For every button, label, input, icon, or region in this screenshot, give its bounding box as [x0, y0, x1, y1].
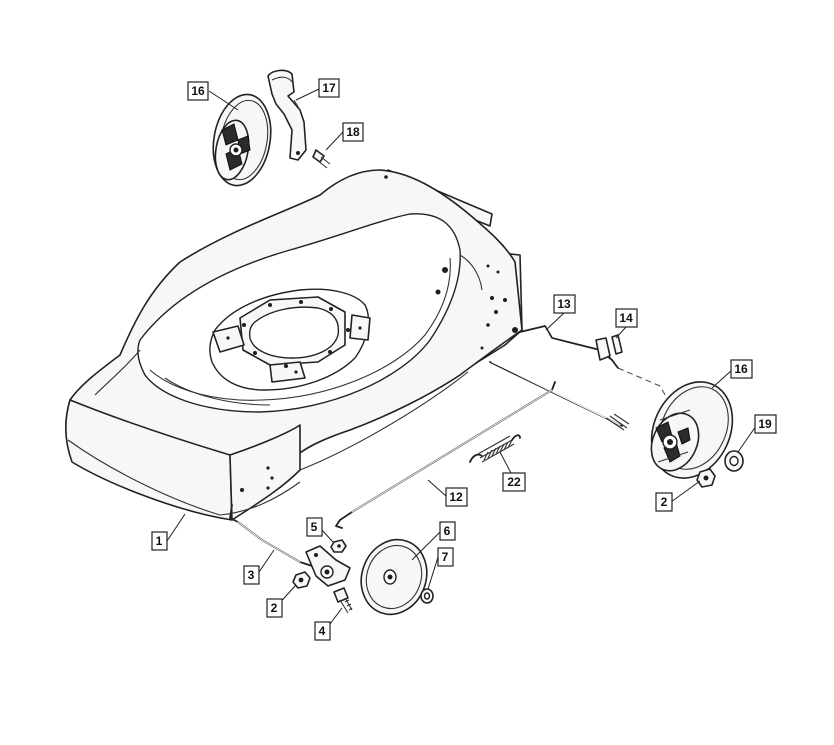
- callout-4: 4: [314, 621, 331, 641]
- callout-17: 17: [318, 78, 340, 98]
- nut-2-rear: [696, 468, 716, 488]
- svg-text:14: 14: [619, 311, 633, 325]
- leader-lines: [166, 88, 757, 633]
- callout-1: 1: [151, 531, 168, 551]
- svg-text:2: 2: [271, 601, 278, 615]
- mower-deck: [64, 169, 523, 521]
- svg-text:13: 13: [557, 297, 571, 311]
- height-adjust-link: [335, 381, 556, 529]
- front-wheel-disc: [360, 538, 428, 616]
- callout-16-right: 16: [730, 359, 753, 379]
- svg-text:22: 22: [507, 475, 521, 489]
- svg-text:6: 6: [444, 524, 451, 538]
- svg-text:2: 2: [661, 495, 668, 509]
- callout-2-front: 2: [266, 598, 283, 618]
- svg-text:16: 16: [734, 362, 748, 376]
- screw-18: [312, 149, 331, 169]
- svg-text:1: 1: [156, 534, 163, 548]
- washer-7: [420, 588, 434, 604]
- rear-wheel-left: [212, 93, 272, 187]
- callout-16-top: 16: [187, 81, 209, 101]
- callout-19: 19: [754, 414, 777, 434]
- svg-text:7: 7: [442, 550, 449, 564]
- callout-14: 14: [615, 308, 638, 328]
- svg-text:19: 19: [758, 417, 772, 431]
- callout-2-rear: 2: [655, 492, 673, 512]
- washer-19: [724, 450, 744, 472]
- svg-text:3: 3: [248, 568, 255, 582]
- callout-6: 6: [439, 521, 456, 541]
- callout-3: 3: [243, 565, 260, 585]
- rear-wheel-right: [650, 381, 734, 479]
- rear-axle-rod: [519, 325, 669, 401]
- spring-pin: [611, 334, 623, 355]
- callout-7: 7: [437, 547, 454, 567]
- front-axle: [229, 504, 351, 587]
- nut-2-front: [292, 571, 311, 589]
- callout-13: 13: [553, 294, 576, 314]
- svg-text:12: 12: [449, 490, 463, 504]
- callout-22: 22: [502, 472, 526, 492]
- callout-12: 12: [445, 487, 468, 507]
- svg-text:5: 5: [311, 520, 318, 534]
- svg-text:17: 17: [322, 81, 336, 95]
- wheel-bracket: [267, 69, 307, 161]
- front-axle-rod: [489, 361, 630, 431]
- callout-5: 5: [306, 517, 323, 537]
- callout-18: 18: [342, 122, 364, 142]
- tension-spring: [469, 434, 521, 463]
- svg-text:18: 18: [346, 125, 360, 139]
- svg-text:4: 4: [319, 624, 326, 638]
- nut-5: [330, 539, 347, 553]
- bolt-4: [333, 587, 353, 614]
- svg-text:16: 16: [191, 84, 205, 98]
